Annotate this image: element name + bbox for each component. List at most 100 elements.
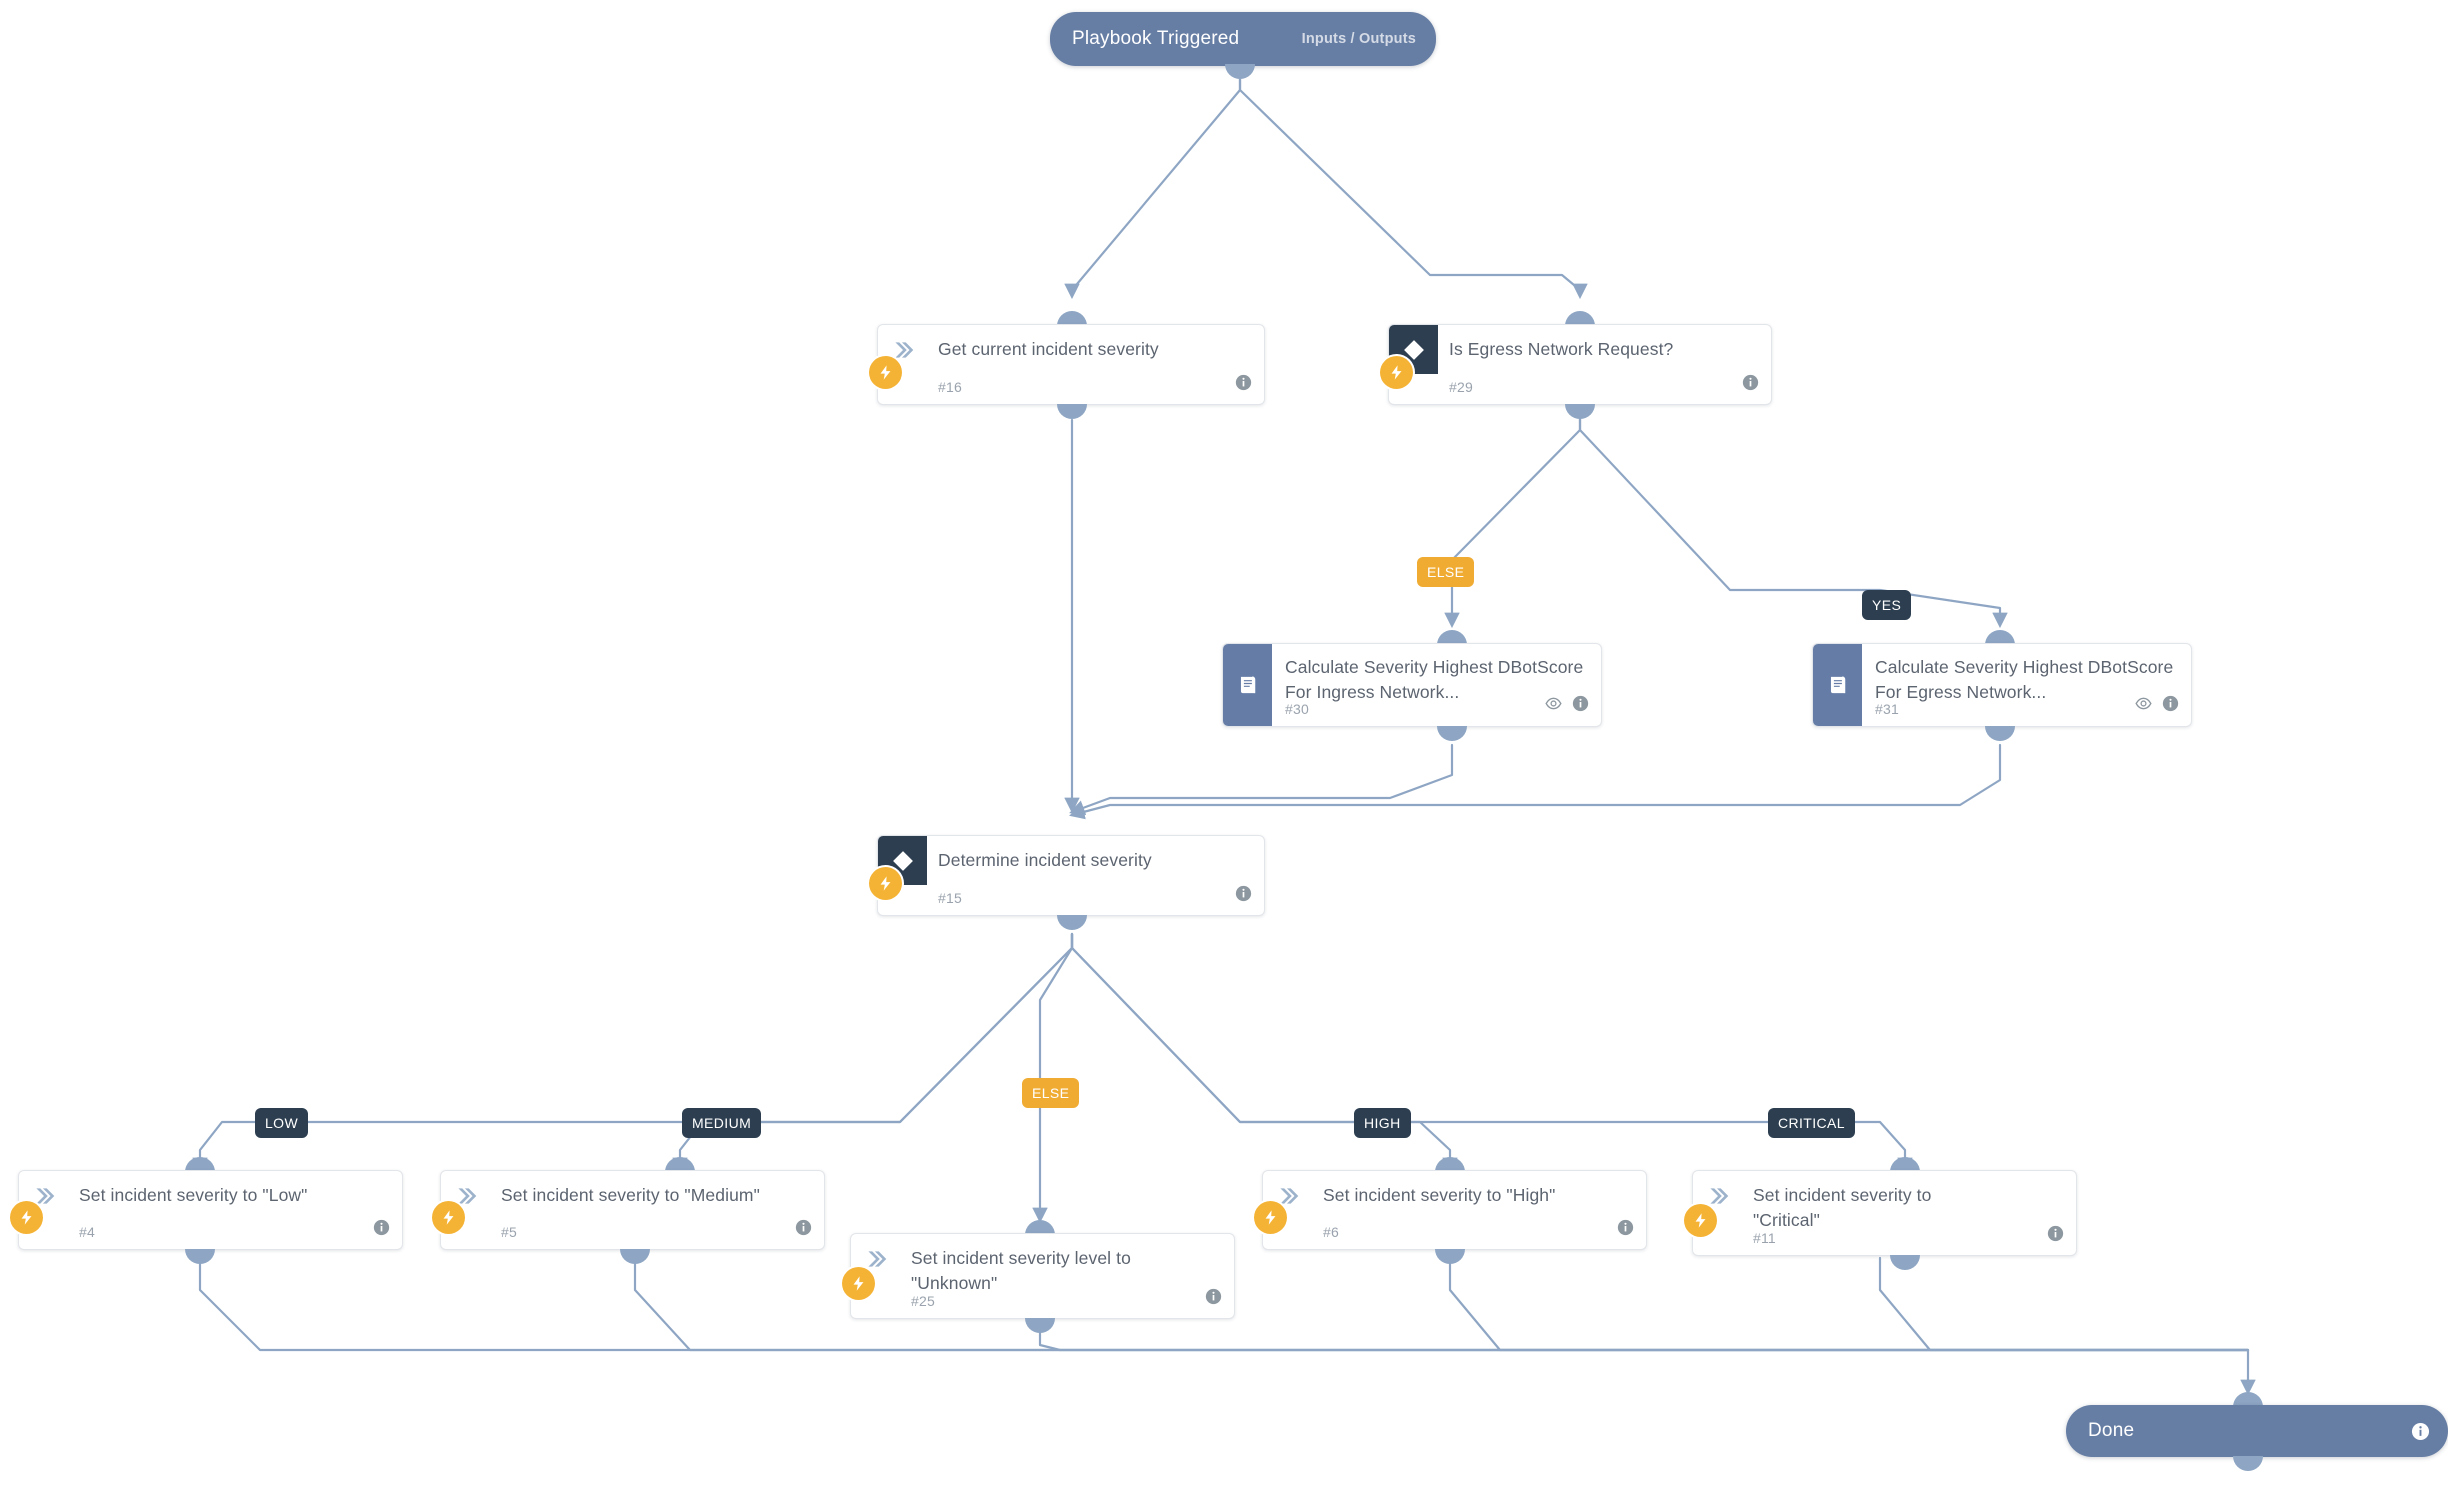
branch-label-low[interactable]: LOW [255,1108,309,1138]
branch-label-else-severity[interactable]: ELSE [1022,1078,1080,1108]
edge-29-else-to-30 [1444,416,1582,629]
node-title: Set incident severity to "Medium" [501,1185,760,1205]
port-in-4[interactable] [185,1157,215,1172]
port-in-done[interactable] [2233,1392,2263,1407]
bolt-icon [10,1201,43,1234]
port-in-29[interactable] [1565,311,1595,326]
edge-25-to-done [1038,1320,2250,1352]
port-out-15[interactable] [1057,915,1087,930]
node-title: Is Egress Network Request? [1449,339,1674,359]
bolt-icon [1684,1204,1717,1237]
node-task-id: #11 [1753,1230,1776,1246]
node-task-id: #31 [1875,701,1899,717]
info-icon[interactable] [1235,374,1252,396]
node-task-id: #4 [79,1224,95,1240]
done-node[interactable]: Done [2066,1405,2448,1457]
port-out-6[interactable] [1435,1249,1465,1264]
edge-30-to-15 [1069,743,1454,815]
node-calculate-severity-egress[interactable]: Calculate Severity Highest DBotScore For… [1812,643,2192,727]
info-icon[interactable] [1572,695,1589,717]
port-in-11[interactable] [1890,1157,1920,1172]
info-icon[interactable] [2162,695,2179,717]
info-icon[interactable] [1617,1219,1634,1241]
node-task-id: #5 [501,1224,517,1240]
info-icon[interactable] [1742,374,1759,396]
port-in-31[interactable] [1985,630,2015,645]
branch-label-yes-egress[interactable]: YES [1862,590,1912,620]
node-get-current-incident-severity[interactable]: Get current incident severity #16 [869,324,1265,405]
info-icon[interactable] [1235,885,1252,907]
node-task-id: #29 [1449,379,1473,395]
bolt-icon [869,356,902,389]
edge-11-to-done [1878,1256,2250,1352]
edge-6-to-done [1448,1256,2250,1352]
chevron-double-right-icon [19,1171,68,1220]
inputs-outputs-link[interactable]: Inputs / Outputs [1301,31,1416,47]
node-title: Calculate Severity Highest DBotScore For… [1875,657,2174,702]
branch-label-text: CRITICAL [1778,1115,1845,1131]
bolt-icon [432,1201,465,1234]
book-icon [1223,644,1272,726]
eye-icon[interactable] [2134,694,2153,718]
branch-label-text: ELSE [1032,1085,1070,1101]
edge-start-to-16 [1064,73,1242,300]
port-out-5[interactable] [620,1249,650,1264]
bolt-icon [842,1267,875,1300]
chevron-double-right-icon [851,1234,900,1283]
edge-29-yes-to-31 [1578,416,2008,629]
chevron-double-right-icon [1263,1171,1312,1220]
info-icon[interactable] [795,1219,812,1241]
node-calculate-severity-ingress[interactable]: Calculate Severity Highest DBotScore For… [1222,643,1602,727]
port-in-16[interactable] [1057,311,1087,326]
info-icon[interactable] [373,1219,390,1241]
edge-start-to-29 [1238,73,1588,300]
node-set-severity-medium[interactable]: Set incident severity to "Medium" #5 [432,1170,825,1250]
playbook-triggered-label: Playbook Triggered [1072,28,1240,49]
info-icon[interactable] [2411,1422,2430,1441]
port-in-25[interactable] [1025,1220,1055,1235]
node-title: Set incident severity to "High" [1323,1185,1556,1205]
node-task-id: #30 [1285,701,1309,717]
node-task-id: #15 [938,890,962,906]
node-set-severity-unknown[interactable]: Set incident severity level to "Unknown"… [842,1233,1235,1319]
node-title: Determine incident severity [938,850,1152,870]
port-out-25[interactable] [1025,1318,1055,1333]
branch-label-critical[interactable]: CRITICAL [1768,1108,1855,1138]
port-out-31[interactable] [1985,726,2015,741]
edge-15-else-to-25 [1032,932,1074,1224]
port-out-29[interactable] [1565,404,1595,419]
bolt-icon [1380,356,1413,389]
port-out-start[interactable] [1225,64,1255,79]
port-out-4[interactable] [185,1249,215,1264]
node-title: Set incident severity to "Critical" [1753,1185,1932,1230]
node-title: Get current incident severity [938,339,1159,359]
port-out-30[interactable] [1437,726,1467,741]
node-set-severity-low[interactable]: Set incident severity to "Low" #4 [10,1170,403,1250]
chevron-double-right-icon [1693,1171,1742,1220]
port-out-done[interactable] [2233,1456,2263,1471]
eye-icon[interactable] [1544,694,1563,718]
port-out-16[interactable] [1057,404,1087,419]
port-in-30[interactable] [1437,630,1467,645]
branch-label-high[interactable]: HIGH [1354,1108,1411,1138]
port-out-11[interactable] [1890,1255,1920,1270]
info-icon[interactable] [2047,1225,2064,1247]
node-is-egress-network-request[interactable]: Is Egress Network Request? #29 [1380,324,1772,405]
port-in-6[interactable] [1435,1157,1465,1172]
port-in-5[interactable] [665,1157,695,1172]
node-set-severity-high[interactable]: Set incident severity to "High" #6 [1254,1170,1647,1250]
info-icon[interactable] [1205,1288,1222,1310]
chevron-double-right-icon [878,325,927,374]
node-set-severity-critical[interactable]: Set incident severity to "Critical" #11 [1684,1170,2077,1256]
edge-15-low-to-4 [192,932,1074,1174]
node-determine-incident-severity[interactable]: Determine incident severity #15 [869,835,1265,916]
bolt-icon [869,867,902,900]
branch-label-medium[interactable]: MEDIUM [682,1108,762,1138]
node-title: Set incident severity level to "Unknown" [911,1248,1131,1293]
playbook-triggered-node[interactable]: Playbook Triggered Inputs / Outputs [1050,12,1436,66]
branch-label-text: LOW [265,1115,299,1131]
node-task-id: #25 [911,1293,935,1309]
book-icon [1813,644,1862,726]
branch-label-else-egress[interactable]: ELSE [1417,557,1475,587]
